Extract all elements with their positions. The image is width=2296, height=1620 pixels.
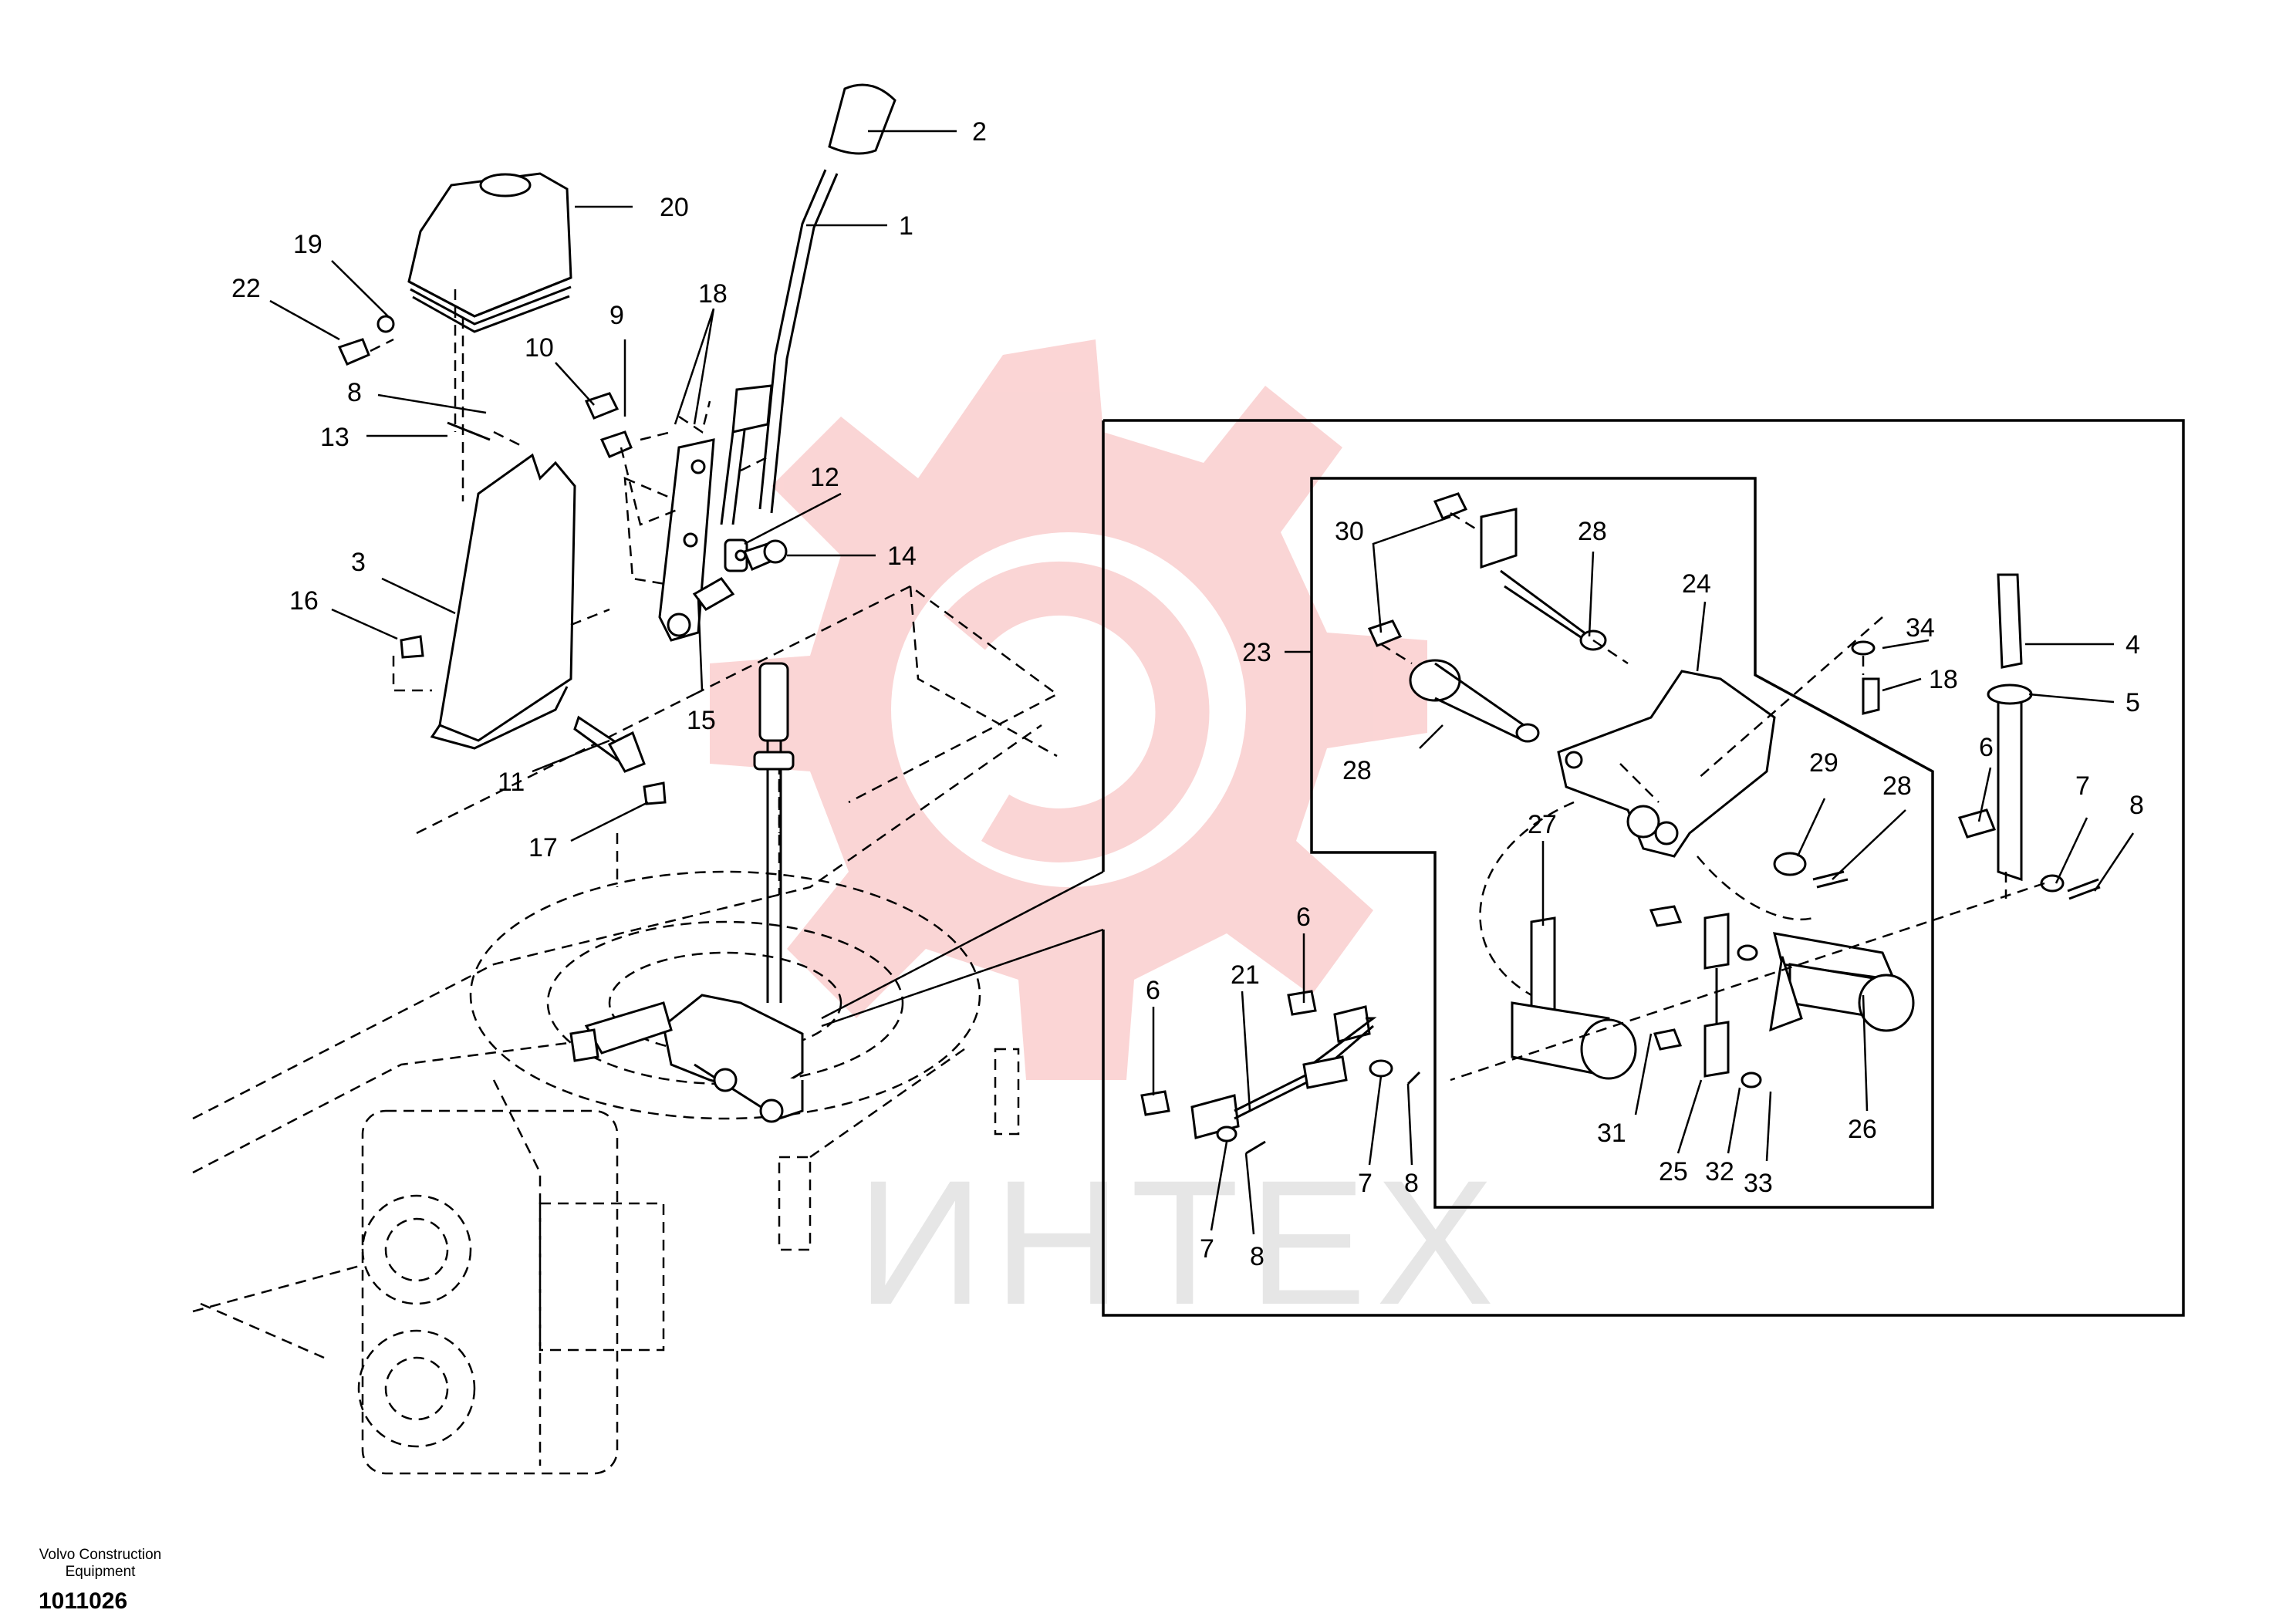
brand-line-2: Equipment [65,1564,136,1580]
callout-6-left: 6 [1146,976,1160,1005]
callout-28-bottom: 28 [1342,756,1372,785]
callout-20: 20 [660,193,689,222]
callout-28-top: 28 [1578,517,1607,546]
callout-35: 34 [1906,613,1935,643]
callout-18: 18 [1929,665,1958,694]
callout-11: 10 [525,333,554,363]
callout-25: 25 [1659,1157,1688,1186]
lever-assembly [337,83,896,1123]
watermark-gear-icon [710,339,1427,1080]
lower-linkage [662,994,804,1097]
watermark-gear-arc [944,561,1210,862]
callout-24: 24 [1682,569,1711,599]
footer: Volvo Construction Equipment 1011026 [15,1547,185,1615]
callout-1: 1 [899,211,913,241]
callout-16-top: 16 [289,586,319,616]
callout-15: 15 [687,706,716,735]
brand-line-1: Volvo Construction [39,1547,162,1563]
callout-6-mid: 6 [1296,903,1311,932]
mounting-bracket [438,453,576,742]
callout-33: 32 [1705,1157,1734,1186]
outer-detail-frame [1102,419,2185,1317]
callout-14: 14 [887,542,917,571]
callout-27: 27 [1528,810,1557,839]
callout-8-top: 8 [347,378,362,407]
callout-31: 30 [1335,517,1364,546]
pivot-bracket [1557,670,1776,858]
callout-34: 33 [1744,1169,1773,1198]
callout-8-mid: 8 [1404,1169,1419,1198]
callout-labels: 2 1 20 19 22 8 13 3 16 11 17 10 9 18 12 … [231,117,2144,1271]
callout-30: 29 [1809,748,1838,778]
callout-6-right: 6 [1979,733,1994,762]
callout-8-right: 8 [2129,791,2144,820]
inner-detail-frame [1310,477,1934,1209]
callout-17: 18 [698,279,728,309]
callout-21: 21 [1231,960,1260,990]
callout-7-right: 7 [2075,771,2090,801]
callout-32: 31 [1597,1119,1626,1148]
callout-19: 19 [293,230,322,259]
watermark-text: ИНТЕХ [856,1143,1504,1342]
watermark: ИНТЕХ [710,339,1504,1342]
callout-4: 4 [2125,630,2140,660]
callout-22: 22 [231,274,261,303]
callout-16-bottom: 17 [528,833,558,862]
callout-12: 12 [810,463,839,492]
callout-23: 23 [1242,638,1271,667]
callout-26: 26 [1848,1115,1877,1144]
callout-7-left: 7 [1200,1234,1214,1264]
callout-29: 28 [1882,771,1912,801]
callout-5: 5 [2125,688,2140,717]
document-number: 1011026 [39,1588,128,1614]
lever-rod [758,169,839,514]
callout-7-mid: 7 [1358,1169,1373,1198]
detail-frames [821,419,2185,1317]
detail-parts [1140,492,2101,1155]
leader-lines [269,130,2135,1235]
callout-8-left: 8 [1250,1242,1264,1271]
callout-3: 3 [351,548,366,577]
callout-2: 2 [972,117,987,147]
callout-10: 9 [609,301,624,330]
lever-knob [828,83,896,155]
callout-13: 13 [320,423,349,452]
callout-9: 11 [498,768,525,797]
